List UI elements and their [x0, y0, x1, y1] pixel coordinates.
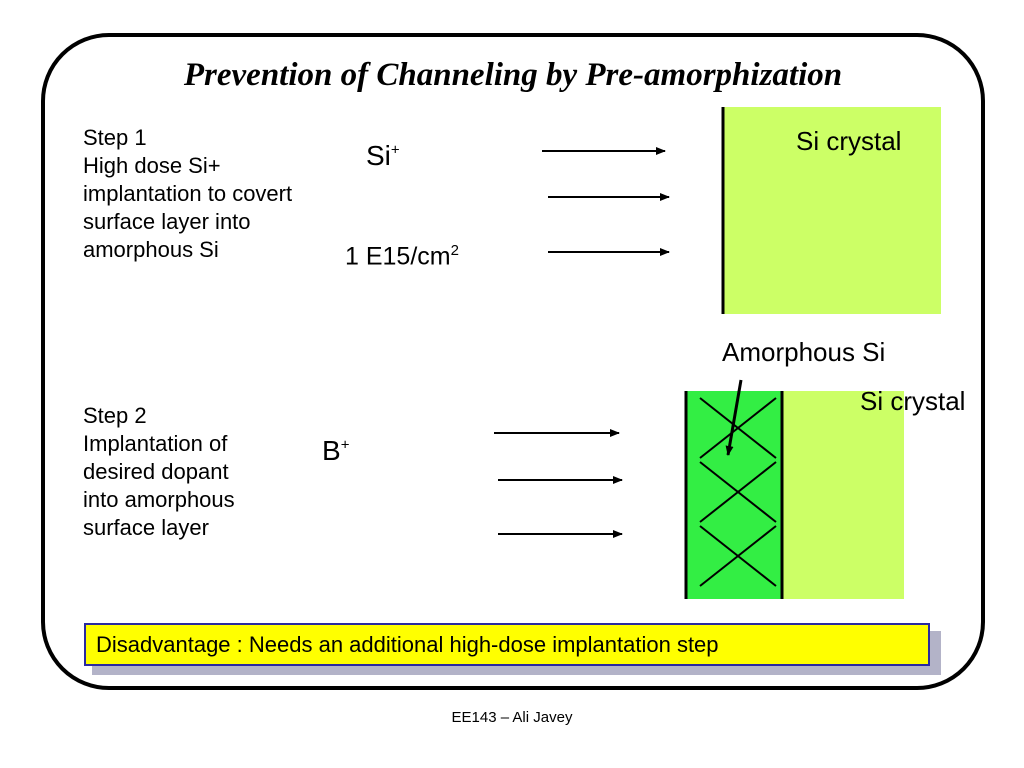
- step2-line: desired dopant: [83, 459, 229, 484]
- step2-line: into amorphous: [83, 487, 235, 512]
- step1-dose-exponent: 2: [450, 242, 459, 259]
- step1-line: surface layer into: [83, 209, 251, 234]
- step1-dose-label: 1 E15/cm2: [345, 242, 459, 271]
- step1-description: Step 1 High dose Si+ implantation to cov…: [83, 124, 292, 264]
- step1-crystal-label: Si crystal: [796, 126, 902, 156]
- step1-line: implantation to covert: [83, 181, 293, 206]
- step2-line: surface layer: [83, 515, 209, 540]
- step2-ion-charge: +: [340, 436, 350, 454]
- step1-line: High dose Si+: [83, 153, 221, 178]
- slide-frame: [41, 33, 985, 690]
- step2-description: Step 2 Implantation of desired dopant in…: [83, 402, 235, 542]
- slide-footer: EE143 – Ali Javey: [451, 709, 573, 726]
- step2-crystal-label: Si crystal: [860, 386, 966, 416]
- disadvantage-callout: Disadvantage : Needs an additional high-…: [84, 623, 930, 666]
- step1-ion-charge: +: [390, 141, 400, 159]
- step1-ion-label: Si+: [366, 140, 400, 172]
- step1-line: amorphous Si: [83, 237, 219, 262]
- step1-ion-base: Si: [366, 140, 391, 171]
- step1-dose-base: 1 E15/cm: [345, 242, 451, 271]
- step2-line: Implantation of: [83, 431, 228, 456]
- step2-ion-label: B+: [322, 435, 349, 467]
- step1-line: Step 1: [83, 125, 147, 150]
- amorphous-si-label: Amorphous Si: [722, 337, 886, 367]
- step2-ion-base: B: [322, 435, 341, 466]
- step2-line: Step 2: [83, 403, 147, 428]
- slide-title: Prevention of Channeling by Pre-amorphiz…: [183, 57, 843, 93]
